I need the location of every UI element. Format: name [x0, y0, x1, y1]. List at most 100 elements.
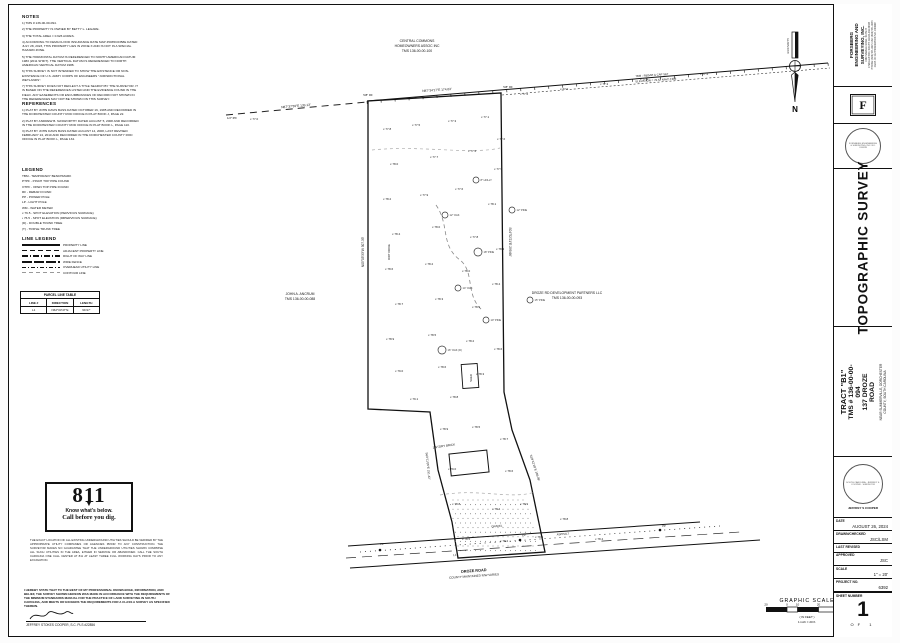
spot-elevation: x 78.2: [425, 262, 434, 266]
stipple-dot: [535, 540, 536, 542]
utility-disclaimer: THE EXACT LOCATION OF ALL EXISTING UNDER…: [30, 538, 163, 562]
drawing-label: 1 STORY BRICK: [432, 442, 455, 449]
stipple-dot: [490, 550, 491, 552]
stipple-dot: [487, 517, 489, 519]
spot-elevation: x 77.3: [600, 82, 609, 86]
tree-label: 18" PINE: [484, 250, 495, 254]
field-label: LAST REVISED: [836, 545, 860, 550]
stipple-dot: [502, 499, 504, 501]
stipple-dot: [515, 504, 516, 506]
stipple-dot: [485, 531, 486, 533]
spot-elevation: x 78.6: [505, 469, 514, 473]
spot-elevation: x 78.9: [386, 337, 395, 341]
spot-elevation: x 78.8: [452, 502, 461, 506]
tree-symbol: [454, 284, 462, 292]
spot-elevation: x 78.1: [472, 305, 481, 309]
spot-elevation: x 77.8: [383, 127, 392, 131]
stipple-dot: [522, 527, 524, 529]
stipple-dot: [505, 531, 506, 533]
note-item: 1) TMS # 136-00-00-094.: [22, 21, 57, 25]
tract-tms: TMS # 136-00-00-094: [848, 363, 862, 420]
stipple-dot: [530, 531, 531, 533]
stipple-dot: [487, 499, 489, 501]
stipple-dot: [472, 545, 474, 547]
surveyor-seal-name: JEFFREY S COOPER: [847, 505, 879, 510]
company-logo: F: [850, 94, 876, 116]
stipple-dot: [532, 545, 534, 547]
shed-footprint: [460, 362, 480, 390]
spot-elevation: x 78.0: [462, 269, 471, 273]
road-centerline: [345, 531, 741, 559]
company-block: FORSBERG ENGINEERING AND SURVEYING, INC.…: [834, 4, 892, 87]
stipple-dot: [520, 513, 521, 515]
spot-elevation: x 78.2: [383, 197, 392, 201]
title-block-field: DATE AUGUST 26, 2024: [834, 518, 892, 532]
stipple-dot: [455, 513, 456, 515]
stipple-dot: [530, 540, 531, 542]
stipple-dot: [515, 540, 516, 542]
spot-elevation: x 77.1: [481, 115, 490, 119]
contour-line-2: [439, 491, 536, 496]
title-block-fields: DATE AUGUST 26, 2024 DRAWN/CHECKED JSC/L…: [834, 518, 892, 593]
line-legend-block: LINE LEGEND PROPERTY LINE ADJACENT PROPE…: [22, 236, 152, 277]
drawing-label: S19°42'18"E 166.08': [529, 454, 541, 482]
field-label: DATE: [836, 518, 845, 523]
stipple-dot: [480, 504, 481, 506]
cell-direction: N62°03'47"E: [47, 306, 74, 314]
stipple-dot: [467, 536, 469, 538]
stipple-dot: [515, 513, 516, 515]
field-label: PROJECT NO.: [836, 579, 859, 584]
stipple-dot: [457, 536, 459, 538]
stipple-dot: [500, 550, 501, 552]
power-pole-symbol: [518, 538, 522, 542]
stipple-dot: [487, 527, 489, 529]
drawing-label: N05°05'33"W 307.33': [361, 237, 365, 268]
stipple-dot: [505, 550, 506, 552]
stipple-dot: [460, 513, 461, 515]
road-edge-south: [349, 539, 761, 569]
stipple-dot: [522, 536, 524, 538]
scale-tick: 0: [786, 603, 788, 607]
stipple-dot: [512, 545, 514, 547]
stipple-dot: [522, 508, 524, 510]
stipple-dot: [475, 531, 476, 533]
sheet-border: [8, 4, 892, 637]
spot-elevation: x 78.1: [488, 202, 497, 206]
surveyor-name-line: JEFFREY STOKES COOPER, S.C. PLS #22856: [26, 621, 146, 627]
authorization-seal: FORSBERG ENGINEERING & SURVEYING, INC. N…: [845, 128, 881, 164]
stipple-dot: [455, 540, 456, 542]
stipple-dot: [455, 504, 456, 506]
stipple-dot: [500, 531, 501, 533]
owner-droze-line1: DROZE RD DEVELOPMENT PARTNERS LLC: [532, 291, 603, 295]
stipple-dot: [525, 540, 526, 542]
stipple-dot: [525, 531, 526, 533]
stipple-dot: [505, 522, 506, 524]
stipple-dot: [455, 522, 456, 524]
spot-elevation: x 79.0: [395, 369, 404, 373]
tract-location: NEAR SUMMERVILLE, DORCHESTER COUNTY, SOU…: [879, 363, 887, 420]
note-item: 2) THE PROPERTY IS OWNED BY BETTY L. LEG…: [22, 27, 100, 32]
ditch-line: [435, 204, 483, 311]
stipple-dot: [452, 508, 454, 510]
stipple-dot: [497, 536, 499, 538]
stipple-dot: [462, 545, 464, 547]
stipple-dot: [497, 527, 499, 529]
spot-elevation: x 78.0: [390, 162, 399, 166]
line-legend-list: PROPERTY LINE ADJACENT PROPERTY LINE RIG…: [22, 243, 152, 275]
spot-elevation: x 78.9: [520, 502, 529, 506]
stipple-dot: [497, 517, 499, 519]
stipple-dot: [507, 527, 509, 529]
spot-elevation: x 77.4: [700, 72, 709, 76]
field-value: JSC/LSM: [869, 536, 888, 542]
fence-ticks: [366, 62, 829, 104]
power-pole-symbol: [658, 528, 662, 532]
stipple-dot: [517, 517, 519, 519]
spot-elevation: x 78.3: [476, 372, 485, 376]
spot-elevation: x 77.4: [468, 149, 477, 153]
stipple-dot: [470, 531, 471, 533]
stipple-dot: [522, 499, 524, 501]
spot-elevation: x 77.0: [250, 117, 259, 121]
